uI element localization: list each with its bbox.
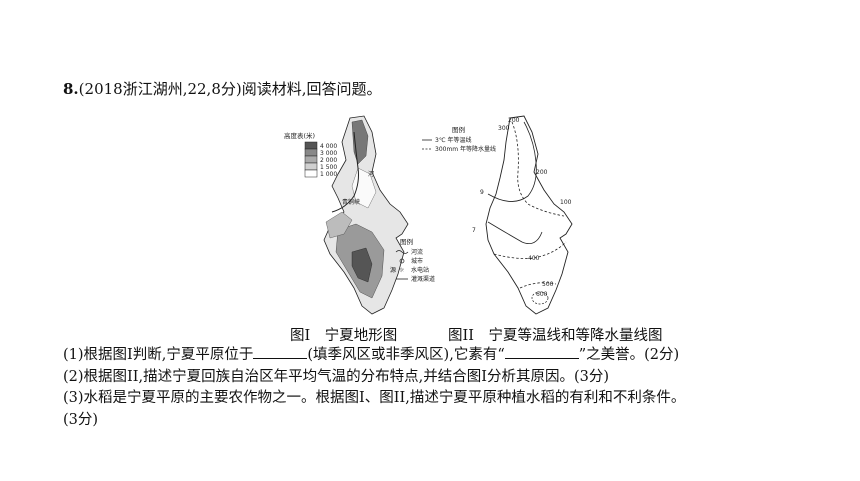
elevation-label: 1 000 bbox=[320, 171, 337, 178]
symbol-legend: 河流 城市 ☼ 水电站 灌溉渠道 bbox=[395, 248, 435, 283]
swatch-3000 bbox=[304, 148, 318, 157]
isoline-label: 200 bbox=[508, 117, 520, 124]
question-1-text: ”之美誉。(2分) bbox=[578, 347, 680, 363]
elevation-legend-title: 高度表(米) bbox=[284, 131, 315, 140]
river-line bbox=[331, 131, 359, 213]
figure-maps: 高度表(米) 4 000 3 000 2 000 1 500 1 000 河 青… bbox=[284, 115, 573, 315]
symbol-label: 城市 bbox=[411, 257, 423, 265]
question-source: (2018浙江湖州,22,8分)阅读材料,回答问题。 bbox=[78, 80, 382, 98]
question-1-text: (填季风区或非季风区),它素有“ bbox=[307, 347, 505, 363]
isoline-label: 600 bbox=[536, 291, 548, 298]
symbol-label: 河流 bbox=[411, 248, 423, 256]
terrain-mid bbox=[325, 211, 353, 239]
map-terrain: 高度表(米) 4 000 3 000 2 000 1 500 1 000 河 青… bbox=[284, 115, 435, 315]
swatch-1500 bbox=[304, 162, 318, 171]
climate-legend-label: 3℃ 年等温线 bbox=[435, 136, 471, 144]
symbol-label: 灌溉渠道 bbox=[411, 275, 435, 283]
elevation-label: 1 500 bbox=[320, 164, 337, 171]
elevation-legend: 4 000 3 000 2 000 1 500 1 000 bbox=[304, 141, 337, 178]
isoline-label: 500 bbox=[542, 281, 554, 288]
swatch-1000 bbox=[304, 169, 318, 178]
elevation-label: 3 000 bbox=[320, 150, 337, 157]
isoline-label: 200 bbox=[536, 169, 548, 176]
question-3-score: (3分) bbox=[63, 411, 99, 428]
isoline-label: 300 bbox=[498, 125, 510, 132]
hydro-symbol-icon: ☼ bbox=[399, 267, 405, 274]
swatch-2000 bbox=[304, 155, 318, 164]
place-label: 河 bbox=[368, 170, 374, 178]
climate-legend-label: 300mm 年等降水量线 bbox=[435, 145, 496, 153]
place-label: 青铜峡 bbox=[342, 198, 360, 206]
question-heading: 8.(2018浙江湖州,22,8分)阅读材料,回答问题。 bbox=[63, 78, 382, 100]
isotherm-line bbox=[487, 121, 537, 202]
isohyet-line bbox=[519, 282, 557, 289]
isoline-label: 9 bbox=[480, 189, 484, 196]
isohyet-line bbox=[511, 121, 565, 217]
swatch-4000 bbox=[304, 141, 318, 150]
answer-blank[interactable] bbox=[253, 344, 308, 359]
answer-blank[interactable] bbox=[504, 344, 579, 359]
elevation-label: 4 000 bbox=[320, 143, 337, 150]
question-1: (1)根据图I判断,宁夏平原位于 (填季风区或非季风区),它素有“ ”之美誉。(2分… bbox=[63, 344, 823, 367]
climate-outline bbox=[485, 115, 573, 315]
climate-legend-title: 图例 bbox=[452, 125, 465, 134]
symbol-legend-title: 图例 bbox=[400, 237, 413, 246]
figure-1-caption: 图I 宁夏地形图 bbox=[290, 328, 398, 344]
question-3: (3)水稻是宁夏平原的主要农作物之一。根据图I、图II,描述宁夏平原种植水稻的有… bbox=[63, 390, 686, 406]
place-label: 源 bbox=[390, 266, 396, 274]
symbol-label: 水电站 bbox=[411, 266, 429, 274]
isoline-label: 400 bbox=[528, 255, 540, 262]
river-symbol-icon bbox=[395, 250, 409, 254]
question-number: 8. bbox=[63, 80, 79, 98]
question-1-text: (1)根据图I判断,宁夏平原位于 bbox=[63, 347, 254, 363]
figure-2-caption: 图II 宁夏等温线和等降水量线图 bbox=[448, 328, 663, 344]
city-symbol-icon bbox=[399, 258, 405, 264]
isotherm-line bbox=[487, 221, 543, 245]
isohyet-loop bbox=[531, 291, 549, 305]
isoline-label: 100 bbox=[560, 199, 572, 206]
map-climate: 图例 3℃ 年等温线 300mm 年等降水量线 200 300 200 9 10… bbox=[422, 115, 573, 315]
elevation-label: 2 000 bbox=[320, 157, 337, 164]
question-body: (1)根据图I判断,宁夏平原位于 (填季风区或非季风区),它素有“ ”之美誉。(2分… bbox=[63, 344, 823, 431]
terrain-peak bbox=[351, 247, 373, 283]
isoline-label: 7 bbox=[472, 227, 476, 234]
question-2: (2)根据图II,描述宁夏回族自治区年平均气温的分布特点,并结合图I分析其原因。… bbox=[63, 368, 609, 385]
